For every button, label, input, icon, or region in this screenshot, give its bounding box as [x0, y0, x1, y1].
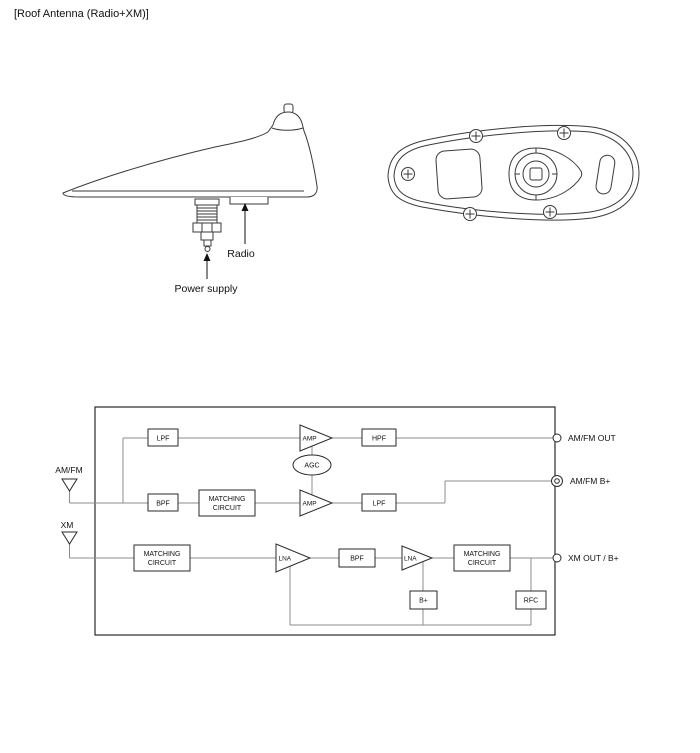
terminal-inner-circle-icon — [554, 478, 560, 484]
page-title: [Roof Antenna (Radio+XM)] — [14, 8, 149, 20]
amfm-b-label: AM/FM B+ — [570, 476, 610, 486]
xm-input-label: XM — [61, 520, 74, 530]
base-teardrop-outline — [508, 147, 583, 201]
xm-antenna-icon — [61, 531, 78, 545]
power-supply-callout: Power supply — [174, 253, 238, 295]
antenna-bottom-view-illustration — [387, 124, 640, 221]
power-supply-arrow-icon — [203, 253, 211, 261]
block-matching-2-line1: MATCHING — [144, 551, 181, 558]
amfm-out-label: AM/FM OUT — [568, 433, 616, 443]
output-xm-out: XM OUT / B+ — [552, 553, 619, 563]
lna-triangle-icon — [401, 545, 434, 571]
bolt-tip — [203, 239, 212, 247]
bolt-flange — [194, 198, 220, 206]
terminal-circle-icon — [552, 553, 562, 563]
bolt-neck — [200, 231, 214, 241]
base-screws — [401, 126, 571, 221]
output-amfm-out: AM/FM OUT — [552, 433, 616, 443]
screw-icon — [557, 126, 571, 140]
base-slot — [595, 154, 616, 195]
block-amp-1-label: AMP — [303, 436, 317, 443]
output-amfm-b: AM/FM B+ — [551, 475, 610, 487]
block-agc: AGC — [292, 454, 332, 476]
block-lna-2-label: LNA — [404, 556, 417, 563]
antenna-knob-seam — [271, 127, 304, 131]
base-outer-outline — [387, 124, 640, 221]
screw-icon — [463, 207, 477, 221]
screw-icon — [401, 167, 415, 181]
radio-label: Radio — [227, 248, 255, 260]
block-lna-2: LNA — [401, 545, 434, 571]
block-bplus: B+ — [409, 590, 438, 610]
block-rfc-label: RFC — [524, 598, 538, 605]
antenna-mounting-bolt — [192, 198, 222, 252]
block-matching-2-line2: CIRCUIT — [148, 560, 177, 567]
block-bpf-2-label: BPF — [350, 556, 364, 563]
amfm-input: AM/FM — [55, 465, 83, 492]
radio-callout: Radio — [227, 203, 255, 260]
signal-lines — [69, 437, 553, 626]
block-amp-1: AMP — [299, 424, 334, 452]
xm-input: XM — [61, 520, 78, 545]
block-amp-2-label: AMP — [303, 501, 317, 508]
block-bpf-1: BPF — [147, 493, 179, 512]
bolt-nut — [192, 222, 222, 233]
amfm-input-label: AM/FM — [55, 465, 82, 475]
antenna-side-view-illustration — [62, 103, 318, 252]
lna-triangle-icon — [275, 543, 312, 573]
block-rfc: RFC — [515, 590, 547, 610]
block-diagram: AM/FM XM LPF AMP HPF AGC — [55, 406, 619, 636]
block-hpf-label: HPF — [372, 436, 386, 443]
xm-out-label: XM OUT / B+ — [568, 553, 619, 563]
block-lpf-1: LPF — [147, 428, 179, 447]
antenna-bottom-step — [229, 197, 269, 205]
block-matching-3-line2: CIRCUIT — [468, 560, 497, 567]
radio-arrow-icon — [241, 203, 249, 211]
block-matching-1-line2: CIRCUIT — [213, 505, 242, 512]
connector-outer-ring — [514, 152, 558, 196]
block-matching-3: MATCHING CIRCUIT — [453, 544, 511, 572]
block-bplus-label: B+ — [419, 598, 428, 605]
terminal-circle-icon — [552, 433, 562, 443]
block-matching-1-line1: MATCHING — [209, 496, 246, 503]
block-lpf-2-label: LPF — [373, 501, 386, 508]
block-hpf: HPF — [361, 428, 397, 447]
screw-icon — [543, 205, 557, 219]
block-lpf-1-label: LPF — [157, 436, 170, 443]
base-window — [435, 148, 483, 200]
block-matching-2: MATCHING CIRCUIT — [133, 544, 191, 572]
bolt-tip-pin — [204, 246, 211, 252]
amp-triangle-icon — [299, 489, 334, 517]
block-matching-3-line1: MATCHING — [464, 551, 501, 558]
block-amp-2: AMP — [299, 489, 334, 517]
base-inner-outline — [393, 130, 634, 215]
screw-icon — [469, 129, 483, 143]
connector-socket — [529, 167, 543, 181]
amp-triangle-icon — [299, 424, 334, 452]
amfm-antenna-icon — [61, 478, 78, 492]
block-agc-label: AGC — [304, 463, 319, 470]
antenna-fin-body — [62, 111, 318, 198]
block-bpf-2: BPF — [338, 548, 376, 568]
block-lna-1: LNA — [275, 543, 312, 573]
base-center-connector — [514, 148, 558, 200]
block-matching-1: MATCHING CIRCUIT — [198, 489, 256, 517]
block-lna-1-label: LNA — [279, 556, 292, 563]
diagram-border — [94, 406, 556, 636]
block-lpf-2: LPF — [361, 493, 397, 512]
connector-inner-ring — [522, 160, 550, 188]
block-bpf-1-label: BPF — [156, 501, 170, 508]
power-supply-label: Power supply — [174, 283, 238, 295]
